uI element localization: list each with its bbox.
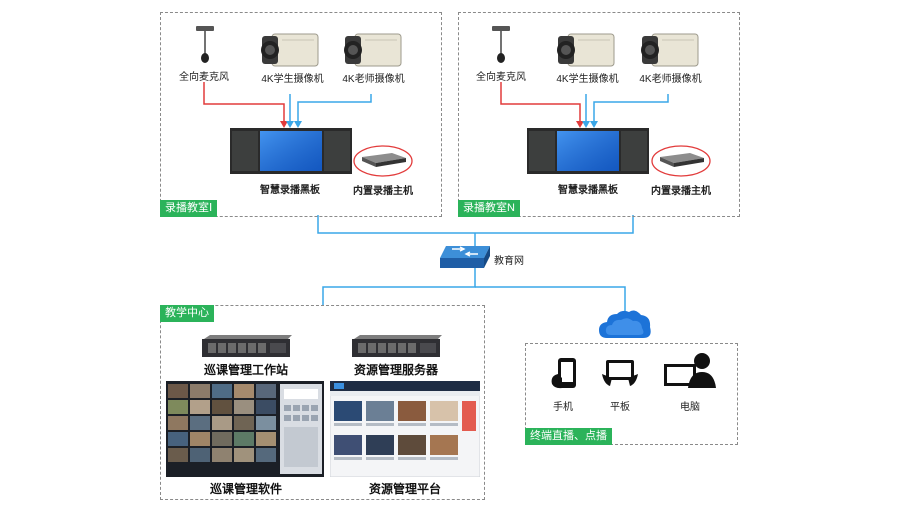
patrol-software-screenshot: [166, 381, 324, 477]
teacher-camera-label: 4K老师摄像机: [639, 74, 702, 85]
tablet-icon: [602, 360, 638, 386]
classroom-1-tag: 录播教室Ⅰ: [160, 200, 218, 217]
microphone-icon: [492, 26, 510, 63]
student-camera-icon: [557, 33, 615, 67]
recording-host-label: 内置录播主机: [353, 186, 413, 197]
phone-icon: [551, 358, 576, 389]
terminals-box: [525, 343, 738, 445]
smart-board-label: 智慧录播黑板: [558, 185, 618, 196]
classroom-n-wiring: [500, 82, 669, 128]
teacher-camera-icon: [344, 33, 402, 67]
classroom-1-wiring: [203, 82, 372, 128]
student-camera-label: 4K学生摄像机: [261, 74, 324, 85]
classroom-1-box: [160, 12, 442, 217]
teacher-camera-icon: [641, 33, 699, 67]
smart-board-label: 智慧录播黑板: [260, 185, 320, 196]
patrol-software-label: 巡课管理软件: [209, 482, 282, 496]
network-switch-icon: [440, 246, 490, 268]
mic-label: 全向麦克风: [179, 72, 229, 83]
workstation-label: 巡课管理工作站: [203, 363, 288, 377]
recording-host-icon: [353, 145, 413, 177]
tablet-label: 平板: [610, 402, 630, 413]
resource-server-label: 资源管理服务器: [353, 363, 438, 377]
teaching-center-box: [160, 305, 485, 500]
computer-icon: [664, 353, 716, 388]
network-label: 教育网: [494, 256, 524, 267]
terminals-tag: 终端直播、点播: [525, 428, 612, 445]
phone-label: 手机: [553, 402, 573, 413]
resource-server-icon: [352, 335, 442, 357]
recording-host-icon: [651, 145, 711, 177]
teaching-center-tag: 教学中心: [160, 305, 214, 322]
classroom-n-tag: 录播教室N: [458, 200, 520, 217]
resource-platform-label: 资源管理平台: [368, 482, 441, 496]
recording-host-label: 内置录播主机: [651, 186, 711, 197]
resource-platform-screenshot: [330, 381, 480, 477]
teaching-center-link-line: [322, 268, 476, 305]
smart-board-icon: [527, 128, 649, 174]
teacher-camera-label: 4K老师摄像机: [342, 74, 405, 85]
student-camera-label: 4K学生摄像机: [556, 74, 619, 85]
terminal-link-line: [475, 286, 626, 312]
smart-board-icon: [230, 128, 352, 174]
computer-label: 电脑: [680, 402, 700, 413]
student-camera-icon: [261, 33, 319, 67]
classroom-n-box: [458, 12, 740, 217]
workstation-server-icon: [202, 335, 292, 357]
cloud-icon: [599, 310, 651, 338]
mic-label: 全向麦克风: [476, 72, 526, 83]
classroom-uplink-line: [317, 215, 634, 234]
microphone-icon: [196, 26, 214, 63]
